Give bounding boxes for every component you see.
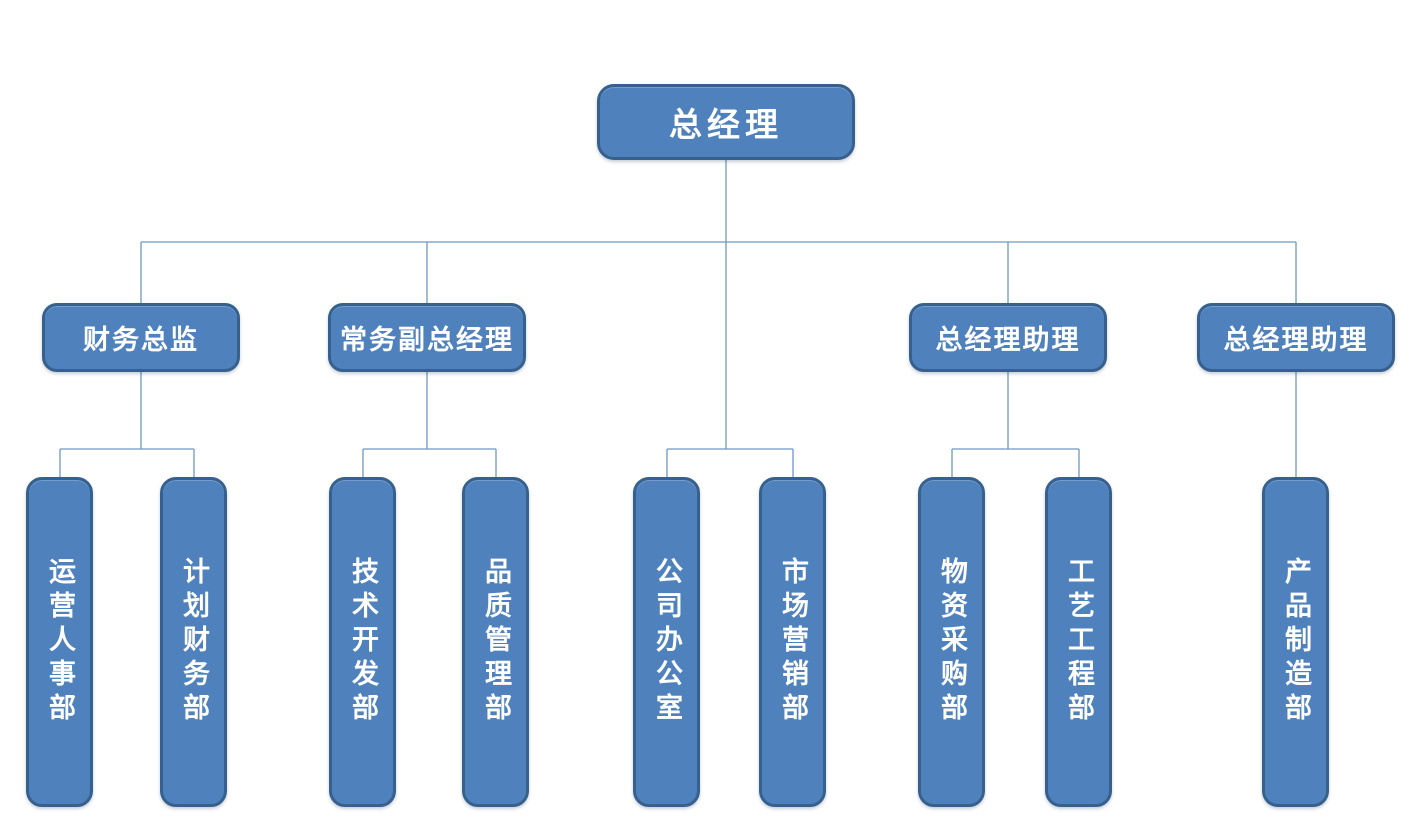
node-label: 常务副总经理 <box>340 325 514 356</box>
org-node-general-manager[interactable]: 总经理 <box>597 84 855 160</box>
org-node-gm-assistant-1[interactable]: 总经理助理 <box>909 303 1107 372</box>
org-node-dept-operations-hr[interactable]: 运营人事部 <box>26 477 93 807</box>
node-label: 运营人事部 <box>44 557 75 727</box>
org-node-dept-tech-development[interactable]: 技术开发部 <box>329 477 396 807</box>
org-node-dept-quality-management[interactable]: 品质管理部 <box>462 477 529 807</box>
org-node-dept-marketing[interactable]: 市场营销部 <box>759 477 826 807</box>
org-node-dept-process-engineering[interactable]: 工艺工程部 <box>1045 477 1112 807</box>
org-node-finance-director[interactable]: 财务总监 <box>42 303 240 372</box>
node-label: 物资采购部 <box>936 557 967 727</box>
node-label: 市场营销部 <box>777 557 808 727</box>
node-label: 品质管理部 <box>480 557 511 727</box>
org-node-dept-product-manufacturing[interactable]: 产品制造部 <box>1262 477 1329 807</box>
org-node-gm-assistant-2[interactable]: 总经理助理 <box>1197 303 1395 372</box>
node-label: 计划财务部 <box>178 557 209 727</box>
org-node-dept-materials-procurement[interactable]: 物资采购部 <box>918 477 985 807</box>
node-label: 总经理 <box>669 105 783 144</box>
org-node-dept-planning-finance[interactable]: 计划财务部 <box>160 477 227 807</box>
node-label: 公司办公室 <box>651 557 682 727</box>
node-label: 工艺工程部 <box>1063 557 1094 727</box>
node-label: 技术开发部 <box>347 557 378 727</box>
node-label: 产品制造部 <box>1280 557 1311 727</box>
node-label: 财务总监 <box>83 325 199 356</box>
org-node-executive-deputy-gm[interactable]: 常务副总经理 <box>328 303 526 372</box>
node-label: 总经理助理 <box>1223 325 1369 356</box>
node-label: 总经理助理 <box>935 325 1081 356</box>
org-node-dept-company-office[interactable]: 公司办公室 <box>633 477 700 807</box>
